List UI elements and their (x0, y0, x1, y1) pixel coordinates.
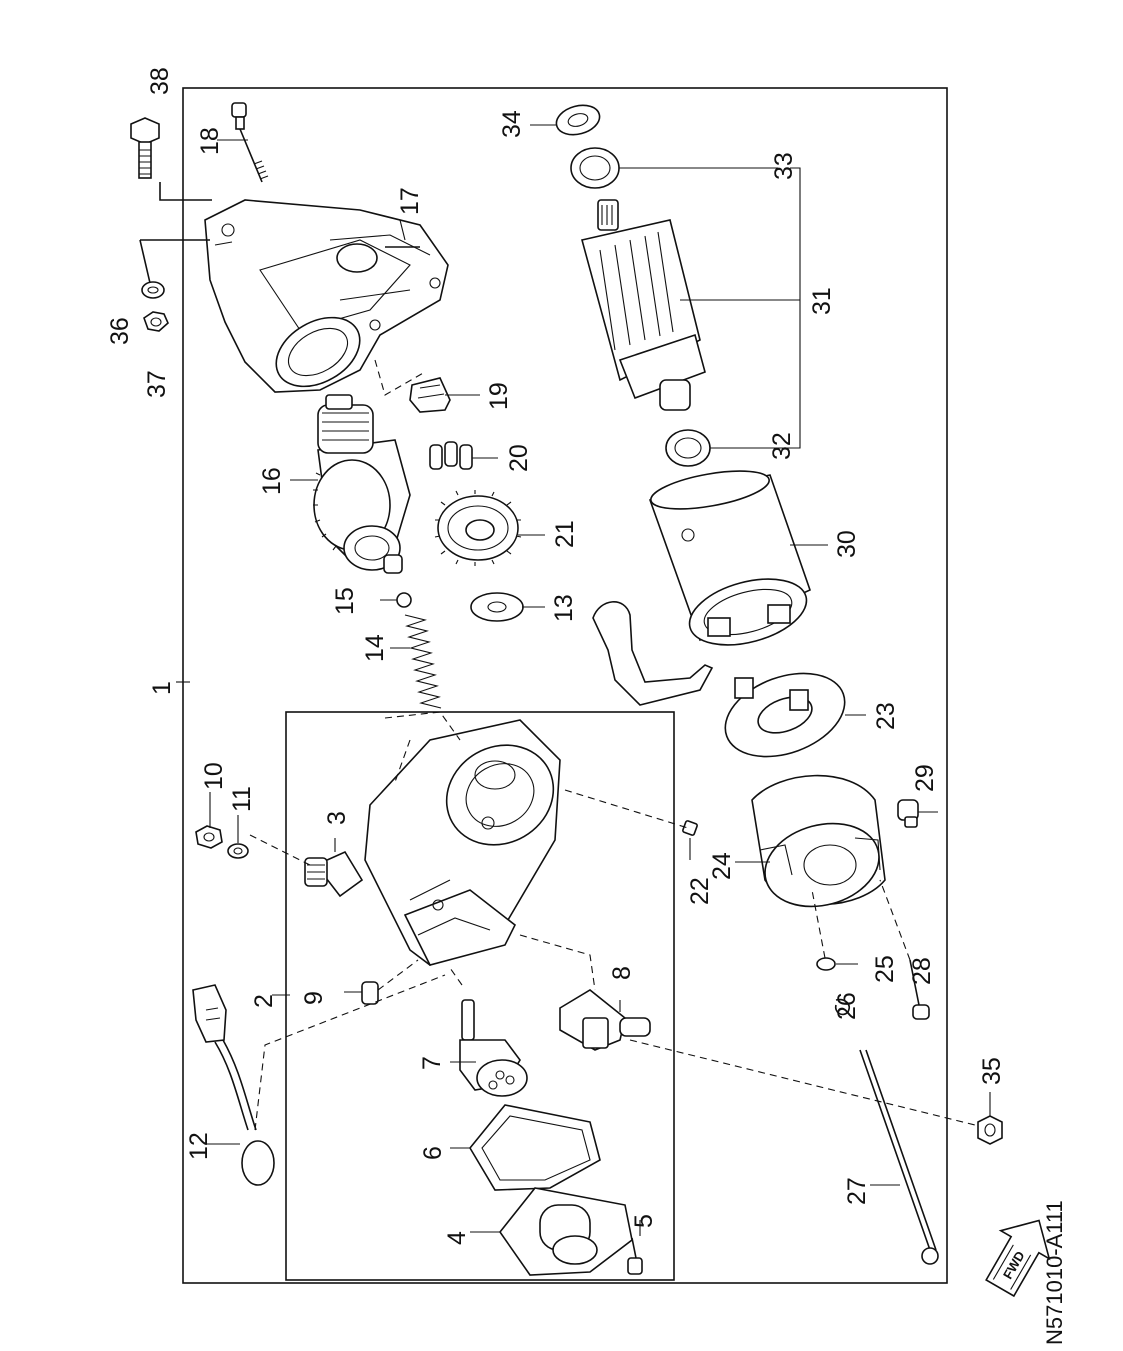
callout-30: 30 (833, 530, 861, 558)
assembly-frame (182, 87, 948, 1284)
part-30-yoke (592, 470, 828, 706)
callout-22: 22 (686, 877, 714, 905)
callout-7: 7 (418, 1056, 446, 1070)
callout-28: 28 (908, 957, 936, 985)
part-24-end-cover (735, 774, 886, 908)
callout-12: 12 (185, 1132, 213, 1160)
callout-13: 13 (550, 594, 578, 622)
part-26-clip (834, 998, 850, 1016)
callout-9: 9 (300, 991, 328, 1005)
part-16-pinion-clutch (290, 394, 411, 574)
bracket-31 (790, 167, 801, 449)
callout-31: 31 (808, 287, 836, 315)
part-11-washer (227, 843, 249, 859)
callout-27: 27 (843, 1177, 871, 1205)
callout-38: 38 (146, 67, 174, 95)
subassembly-frame (285, 711, 675, 1281)
callout-11: 11 (228, 786, 256, 812)
part-17-front-housing (204, 199, 449, 393)
callout-29: 29 (911, 764, 939, 792)
part-28-screw (879, 879, 930, 1020)
callout-14: 14 (361, 634, 389, 662)
part-4-cover (470, 1187, 633, 1276)
part-33-bearing (570, 147, 778, 189)
drawing-code: N571010-A111 (1042, 1200, 1067, 1345)
part-14-spring (390, 614, 442, 709)
callout-10: 10 (200, 762, 228, 790)
dashed-guide-19 (374, 359, 426, 396)
part-8-switch (519, 934, 651, 1051)
part-10-nut (195, 825, 223, 849)
part-19-retainer (409, 377, 480, 413)
callout-35: 35 (978, 1057, 1006, 1085)
part-35-nut (977, 1092, 1003, 1145)
part-23-brush-holder (724, 672, 866, 758)
callout-24: 24 (708, 852, 736, 880)
callout-1: 1 (148, 681, 176, 695)
part-22-plunger-pin (564, 789, 698, 860)
part-37-nut (143, 311, 169, 332)
part-38-flange-bolt (130, 117, 212, 201)
part-31-armature (581, 199, 800, 411)
callout-23: 23 (872, 702, 900, 730)
callout-18: 18 (196, 127, 224, 155)
part-15-steel-ball (380, 592, 412, 608)
part-25-washer (816, 957, 858, 971)
callout-8: 8 (608, 966, 636, 980)
part-5-screw (627, 1220, 643, 1275)
part-21-gear (434, 490, 545, 566)
callout-37: 37 (143, 370, 171, 398)
callout-15: 15 (331, 587, 359, 615)
part-12-lead-wire (192, 974, 446, 1186)
dashed-guide-35 (629, 1039, 976, 1126)
part-34-seal (530, 104, 601, 136)
callout-4: 4 (443, 1231, 471, 1245)
part-29-screw (897, 799, 938, 828)
callout-33: 33 (770, 152, 798, 180)
callout-5: 5 (630, 1214, 658, 1228)
callout-25: 25 (871, 955, 899, 983)
callout-36: 36 (106, 317, 134, 345)
callout-21: 21 (551, 520, 579, 548)
part-20-rollers (429, 441, 498, 470)
dashed-guide-3 (249, 834, 311, 866)
callout-26: 26 (833, 992, 861, 1020)
part-27-through-bolt (859, 1049, 939, 1265)
callout-17: 17 (396, 187, 424, 215)
part-9-bolt (344, 959, 419, 1005)
callout-34: 34 (498, 110, 526, 138)
callout-6: 6 (419, 1146, 447, 1160)
callout-32: 32 (768, 432, 796, 460)
callout-20: 20 (505, 444, 533, 472)
callout-3: 3 (323, 811, 351, 825)
part-3-terminal (304, 838, 364, 898)
fwd-arrow-icon: FWD (985, 1219, 1051, 1298)
part-18-bolt (217, 102, 269, 183)
part-36-washer (139, 239, 210, 299)
part-6-gasket (450, 1104, 601, 1191)
part-2-solenoid-housing (364, 711, 561, 966)
callout-16: 16 (258, 467, 286, 495)
part-7-plunger (449, 967, 528, 1097)
part-13-washer (470, 592, 545, 622)
callout-19: 19 (485, 382, 513, 410)
callout-2: 2 (250, 994, 278, 1008)
part-32-bearing (665, 429, 800, 467)
leader-17 (399, 219, 406, 241)
